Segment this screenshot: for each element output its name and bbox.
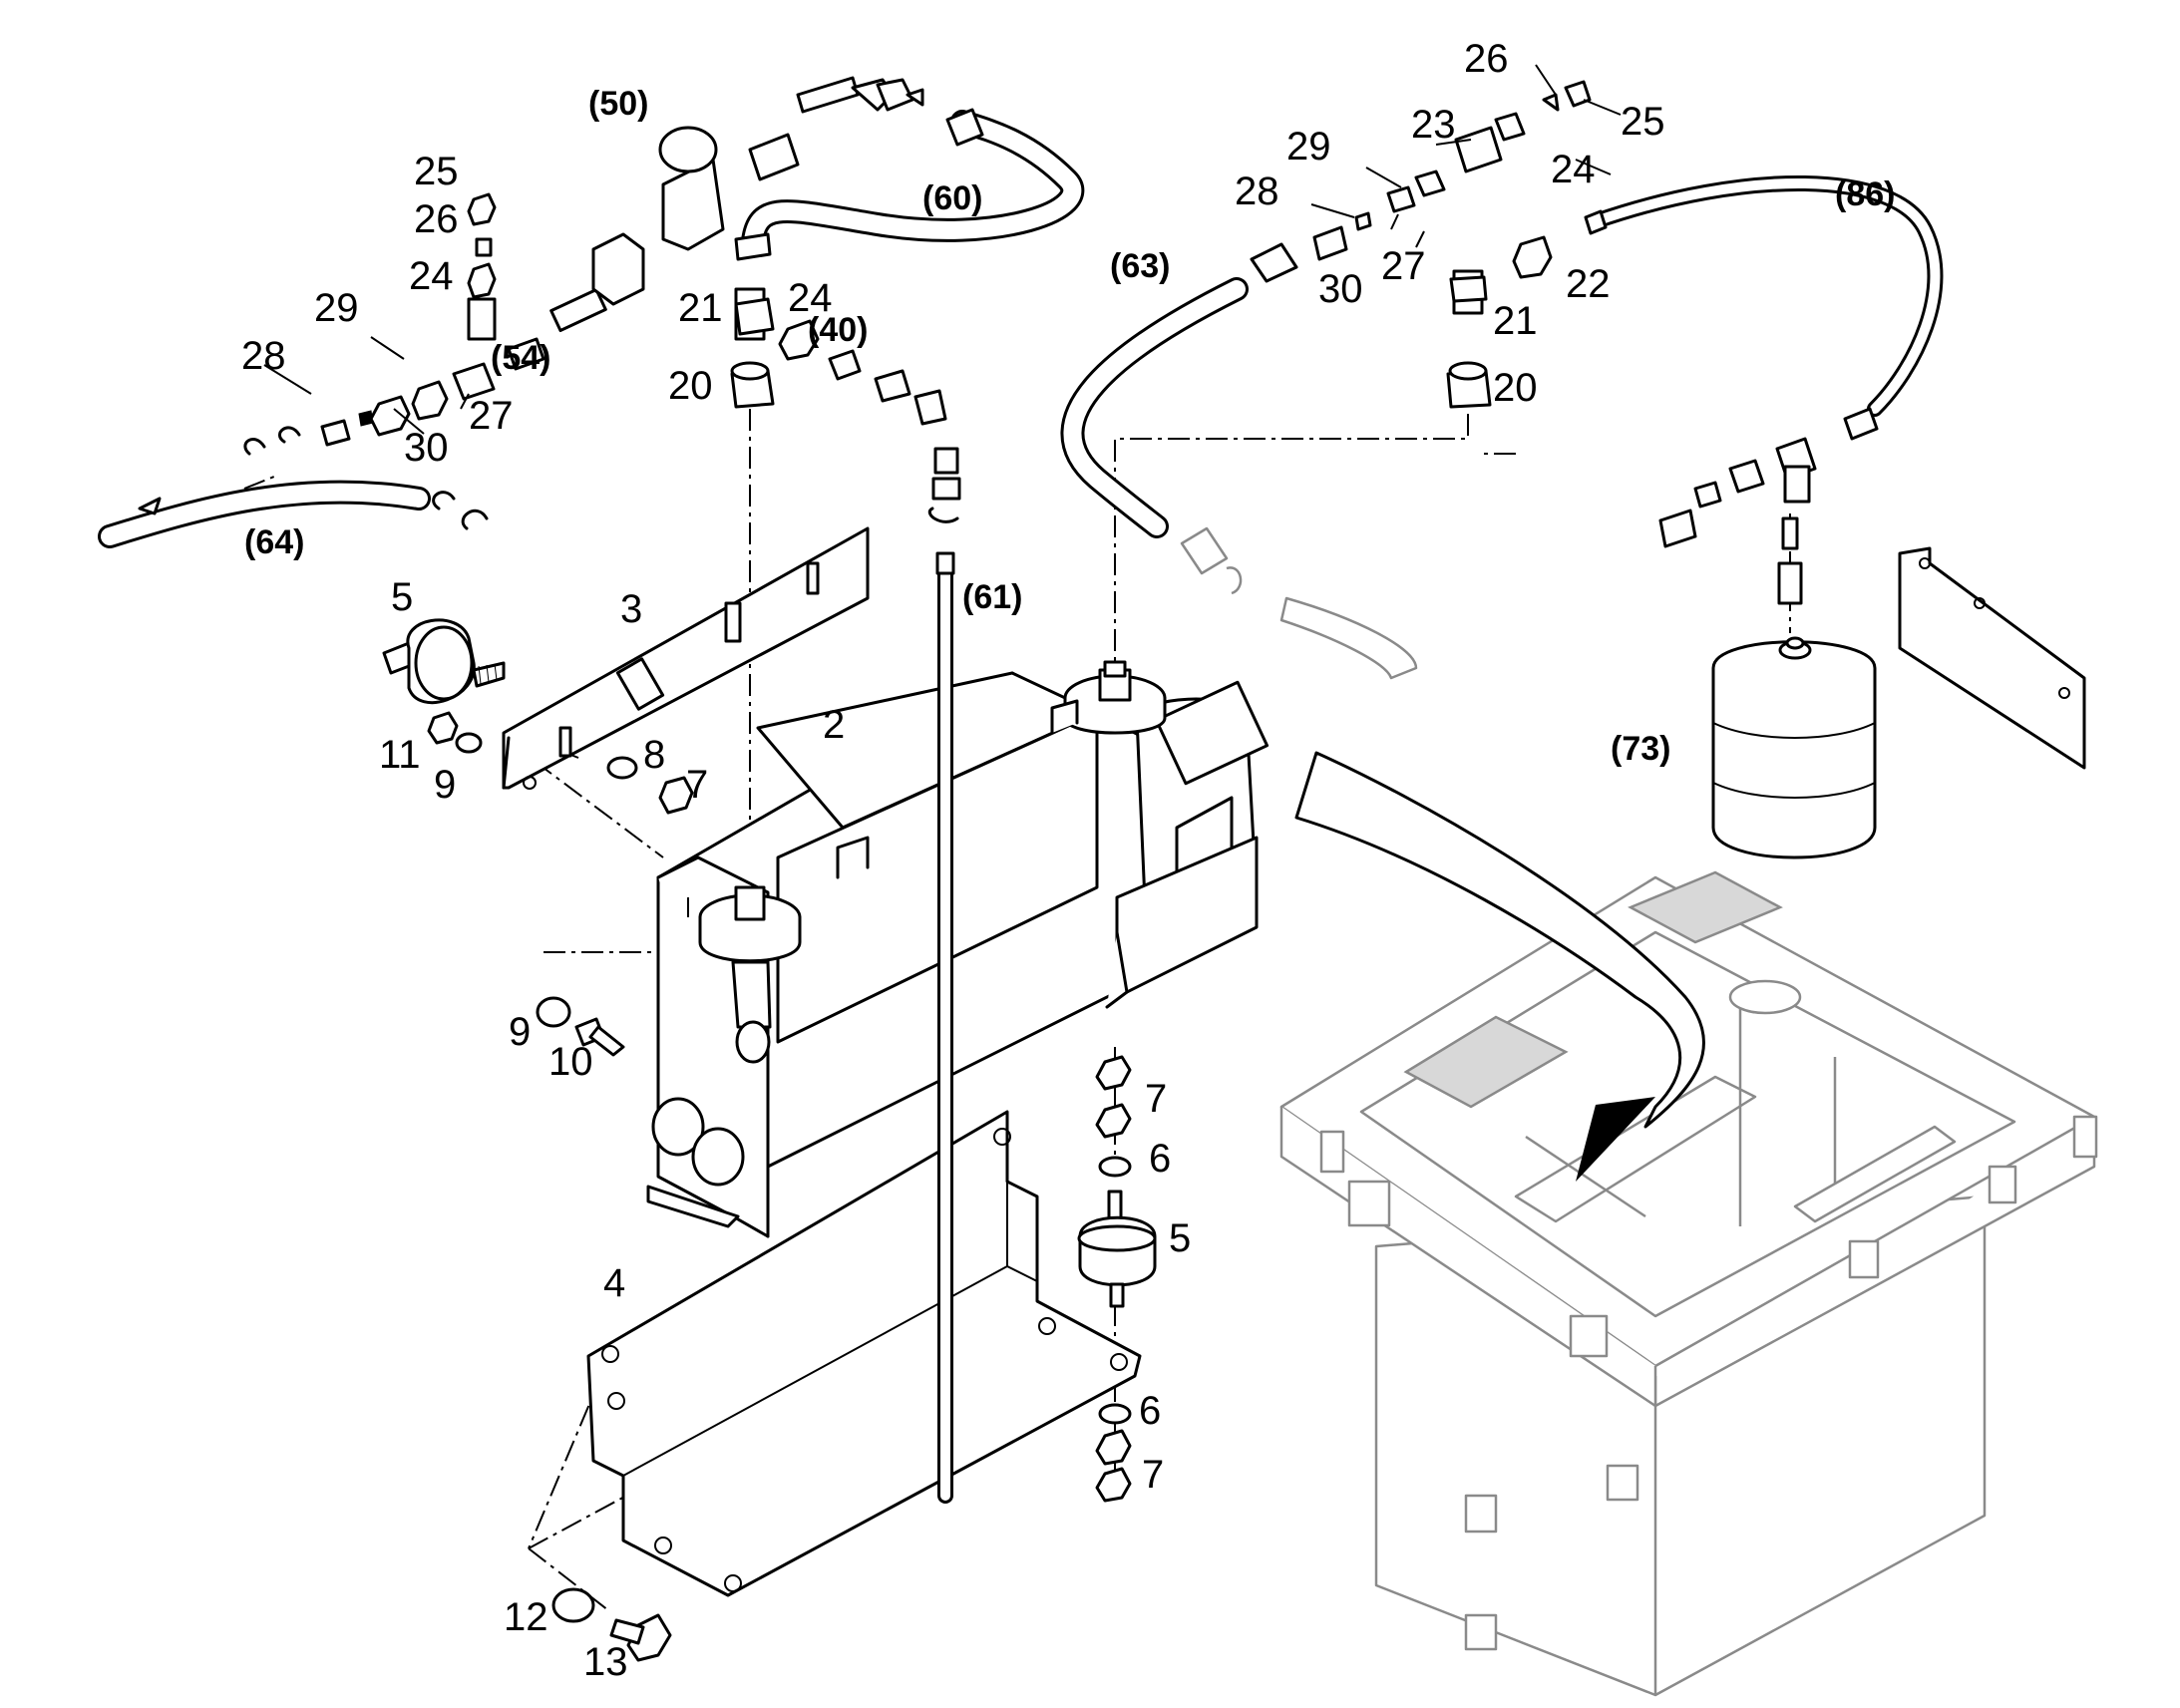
callout-7-upper: 7	[1145, 1077, 1167, 1121]
callout-3: 3	[620, 587, 642, 631]
location-arrow-icon	[1576, 1097, 1655, 1182]
callout-24-left: 24	[409, 254, 454, 298]
callout-9-lower: 9	[509, 1010, 531, 1054]
mounting-plate	[1898, 546, 2086, 770]
ref-73: (73)	[1611, 730, 1670, 768]
callout-8: 8	[643, 733, 665, 777]
callout-22: 22	[1566, 262, 1611, 306]
hose-64	[98, 426, 489, 548]
callout-leaders	[263, 64, 1622, 435]
callout-4: 4	[603, 1261, 625, 1305]
callout-7-left: 7	[686, 763, 708, 807]
callout-29-right: 29	[1286, 125, 1331, 169]
ref-60: (60)	[922, 179, 982, 217]
callout-2: 2	[823, 703, 845, 747]
vibration-mount-left	[382, 618, 506, 705]
ref-40: (40)	[808, 311, 868, 349]
callout-6-lower: 6	[1139, 1389, 1161, 1433]
callout-29-left: 29	[314, 286, 359, 330]
callout-28-right: 28	[1235, 170, 1279, 213]
callout-20-right: 20	[1493, 366, 1538, 410]
ref-61: (61)	[962, 578, 1022, 616]
callout-30-left: 30	[404, 426, 449, 470]
ref-54: (54)	[491, 339, 550, 377]
callout-13: 13	[583, 1640, 628, 1684]
callout-9-upper: 9	[434, 763, 456, 807]
callout-27-right: 27	[1381, 244, 1426, 288]
ref-63: (63)	[1110, 247, 1170, 285]
callout-25-left: 25	[414, 150, 459, 193]
bottom-bracket	[586, 1110, 1142, 1597]
tube-86	[1584, 175, 1944, 605]
callout-5-right: 5	[1169, 1216, 1191, 1260]
callout-25-right: 25	[1621, 100, 1665, 144]
callout-24-right: 24	[1551, 148, 1596, 191]
ref-86: (86)	[1835, 175, 1895, 213]
top-bracket	[502, 526, 870, 790]
ref-50: (50)	[588, 85, 648, 123]
fasteners-left	[427, 711, 694, 1662]
callout-6-upper: 6	[1149, 1137, 1171, 1181]
accumulator-73	[1711, 636, 1877, 859]
filter-assembly-50	[591, 76, 924, 306]
tube-61	[935, 551, 955, 1504]
mount-stack-right	[1077, 1055, 1157, 1503]
part-number-labels: 2 3 4 5 5 6 6 7 7 7 8 9 9 10 11 12 13 20…	[241, 37, 1665, 1684]
callout-24-center: 24	[788, 276, 833, 320]
callout-26-right: 26	[1464, 37, 1509, 81]
callout-7-lower: 7	[1142, 1453, 1164, 1497]
hose-63	[1060, 225, 1418, 680]
callout-20-left: 20	[668, 364, 713, 408]
reference-labels: (50) (60) (40) (54) (64) (61) (63) (86) …	[244, 85, 1895, 768]
callout-23: 23	[1411, 103, 1456, 147]
callout-10: 10	[548, 1040, 593, 1084]
callout-26-left: 26	[414, 197, 459, 241]
fitting-stack-left	[320, 192, 607, 447]
fitting-stack-right	[1354, 80, 1592, 409]
callout-27-left: 27	[469, 394, 514, 438]
callout-30-right: 30	[1318, 267, 1363, 311]
callout-11: 11	[379, 733, 421, 777]
callout-21-right: 21	[1493, 299, 1538, 343]
callout-12: 12	[504, 1595, 548, 1639]
machine-frame-ghost	[1279, 870, 2098, 1697]
callout-21-left: 21	[678, 286, 723, 330]
callout-5-left: 5	[391, 575, 413, 619]
detail-callout-ribbon	[1294, 751, 1705, 1182]
callout-28-left: 28	[241, 334, 286, 378]
fitting-stack-center	[730, 287, 961, 523]
ref-64: (64)	[244, 523, 304, 561]
hose-60	[734, 108, 1085, 261]
